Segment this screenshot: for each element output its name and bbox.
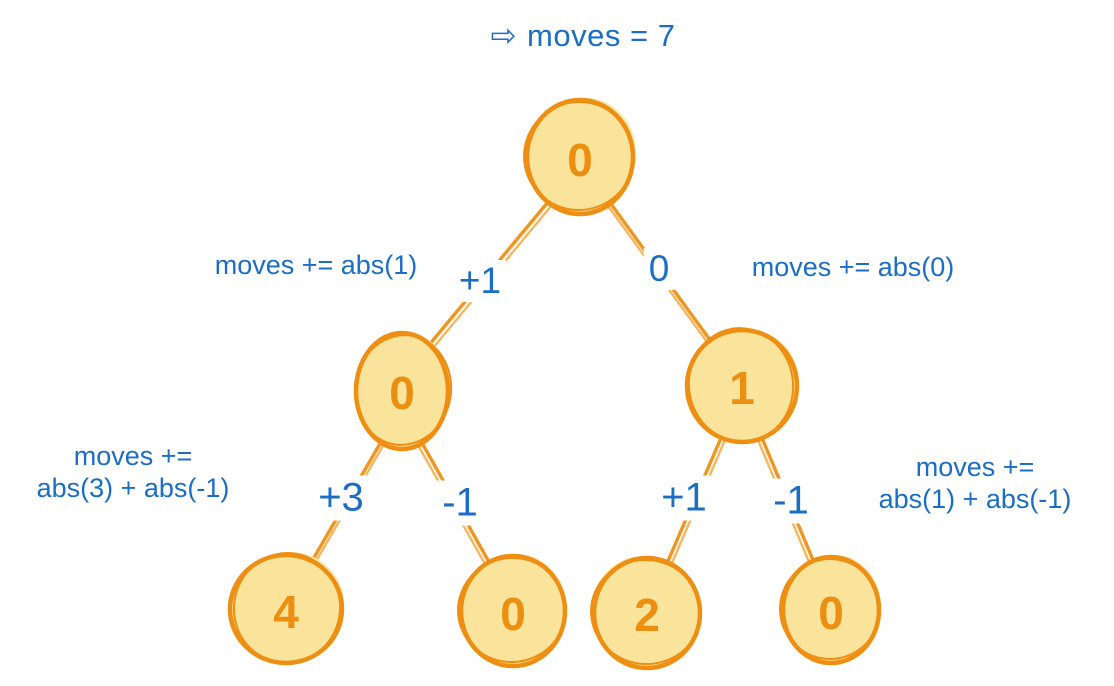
annotation-line: abs(1) + abs(-1)	[878, 484, 1072, 514]
annotation-line: moves +=	[915, 452, 1035, 483]
node-leaf-far-left-value: 4	[273, 586, 299, 638]
node-leaf-mid-left	[457, 553, 568, 669]
node-root-value: 0	[567, 134, 593, 186]
edge-label-right-child-to-leaf-far-right: -1	[768, 478, 814, 524]
node-sketch-stroke	[523, 100, 635, 212]
node-right-child	[684, 327, 800, 445]
annotation-line: moves += abs(0)	[751, 252, 955, 283]
node-leaf-far-left	[227, 552, 345, 666]
node-circle	[353, 330, 451, 452]
annotation-line: abs(3) + abs(-1)	[36, 473, 230, 503]
node-left-child-value: 0	[389, 367, 415, 419]
node-sketch-stroke	[687, 327, 795, 443]
title-text: moves = 7	[527, 18, 676, 53]
node-sketch-stroke	[353, 334, 453, 446]
annotation-lower-right: moves += abs(1) + abs(-1)	[879, 452, 1072, 516]
annotation-line: moves +=	[73, 441, 193, 472]
node-sketch-stroke	[590, 558, 702, 666]
edge-label-left-child-to-leaf-mid-left: -1	[437, 480, 483, 526]
node-circle	[458, 553, 568, 669]
annotation-upper-left: moves += abs(1)	[215, 250, 418, 282]
node-left-child	[353, 330, 453, 452]
edge-label-root-to-right-child: 0	[643, 248, 675, 290]
node-right-child-value: 1	[729, 362, 755, 414]
annotation-lower-left: moves += abs(3) + abs(-1)	[37, 441, 230, 505]
node-leaf-far-right	[779, 554, 882, 666]
annotation-line: moves += abs(1)	[214, 250, 418, 281]
node-leaf-mid-right-value: 2	[634, 589, 660, 641]
edge-label-right-child-to-leaf-mid-right: +1	[656, 475, 712, 521]
node-sketch-stroke	[457, 556, 567, 664]
node-sketch-stroke	[779, 558, 881, 660]
annotation-upper-right: moves += abs(0)	[752, 252, 955, 284]
node-leaf-far-right-value: 0	[818, 587, 844, 639]
node-leaf-mid-right	[590, 555, 703, 671]
node-sketch-stroke	[232, 552, 342, 664]
edge-label-left-child-to-leaf-far-left: +3	[313, 475, 369, 521]
node-root	[523, 97, 636, 217]
diagram-title: ⇨ moves = 7	[491, 18, 676, 54]
node-circle	[524, 97, 636, 217]
node-circle	[780, 554, 882, 666]
right-arrow-icon: ⇨	[490, 18, 518, 53]
node-leaf-mid-left-value: 0	[500, 588, 526, 640]
edge-label-root-to-left-child: +1	[453, 260, 507, 302]
